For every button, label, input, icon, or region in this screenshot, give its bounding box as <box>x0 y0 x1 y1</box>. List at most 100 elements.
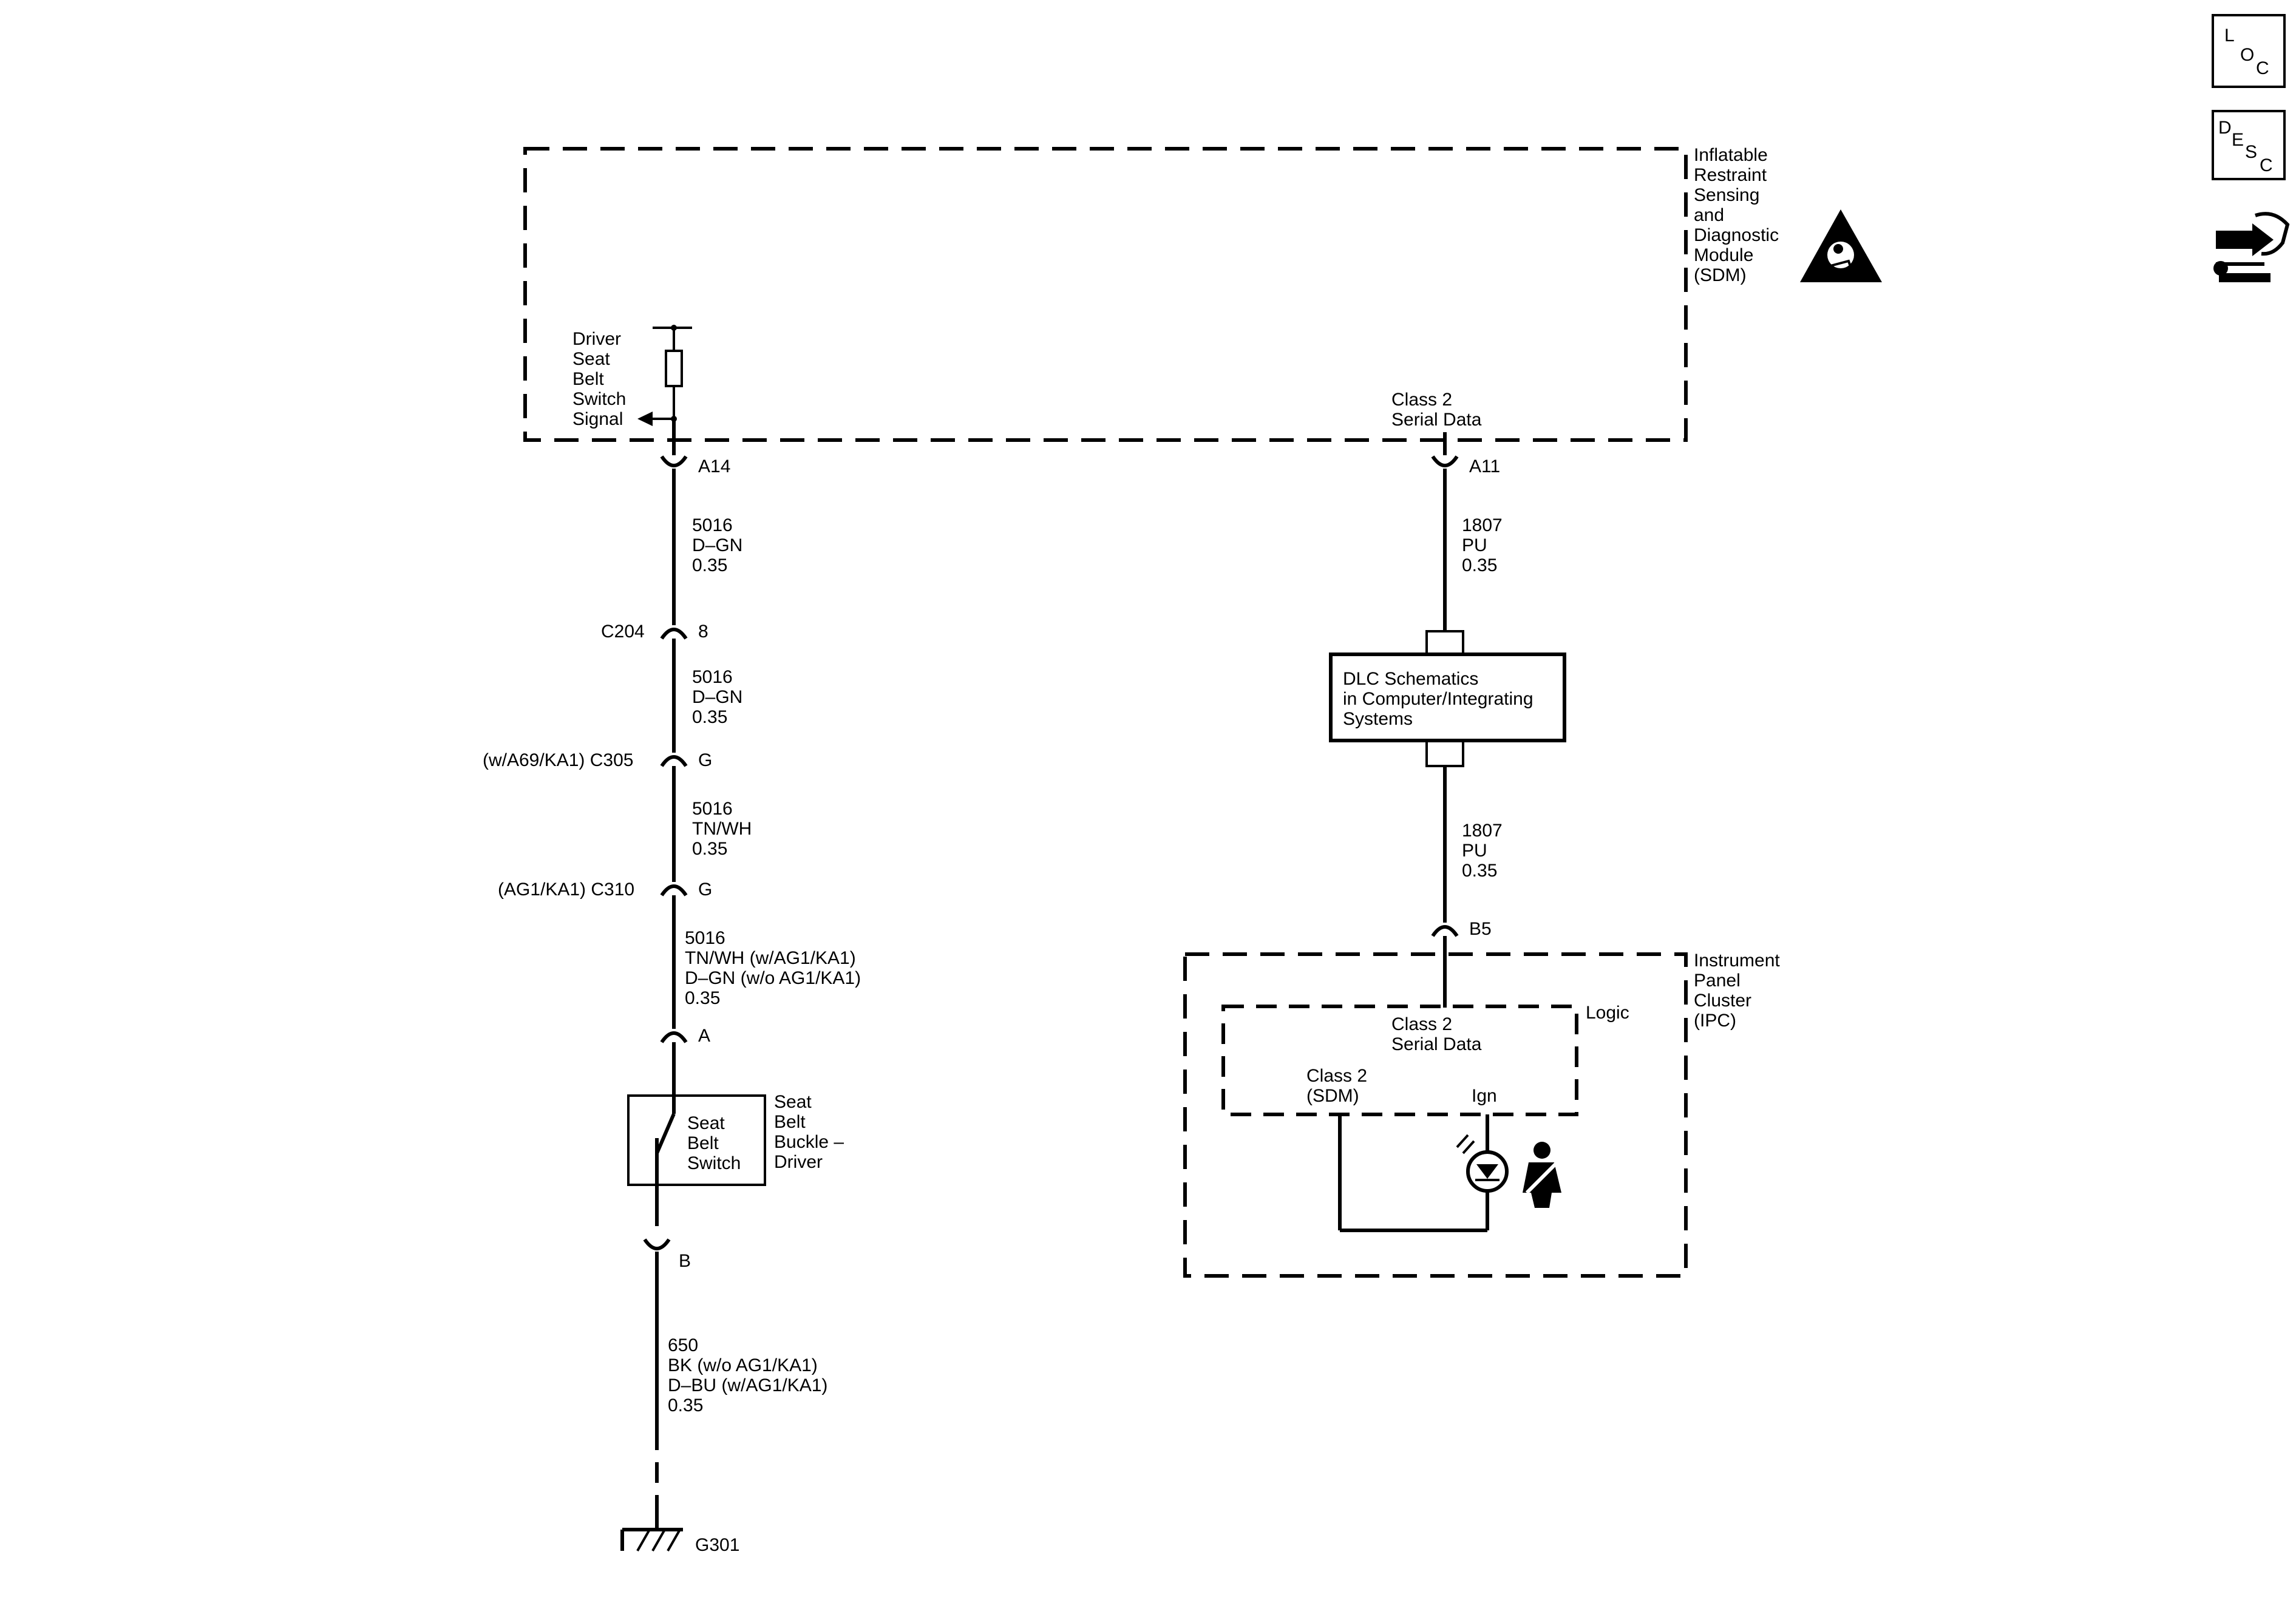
ipc-class2-sdm-label: Class 2 (SDM) <box>1306 1066 1367 1106</box>
svg-text:0.35: 0.35 <box>668 1395 703 1415</box>
connector-c310[interactable]: (AG1/KA1) C310 G <box>498 880 712 909</box>
airbag-warning-icon <box>1800 209 1882 282</box>
svg-text:D–GN: D–GN <box>692 687 742 707</box>
svg-text:Instrument: Instrument <box>1694 951 1780 971</box>
svg-text:Belt: Belt <box>572 369 604 389</box>
connector-repair-icon[interactable] <box>2213 212 2290 282</box>
svg-text:(w/A69/KA1) C305: (w/A69/KA1) C305 <box>483 750 633 770</box>
ign-label: Ign <box>1472 1086 1497 1106</box>
svg-text:Serial Data: Serial Data <box>1391 410 1482 430</box>
wire-1807-seg2-label: 1807 PU 0.35 <box>1462 821 1503 881</box>
svg-text:(AG1/KA1) C310: (AG1/KA1) C310 <box>498 880 634 900</box>
connector-c204[interactable]: C204 8 <box>601 622 708 653</box>
loc-letter-l: L <box>2224 25 2235 46</box>
svg-text:PU: PU <box>1462 841 1487 861</box>
signal-arrow-icon <box>637 412 653 426</box>
ipc-logic-box <box>1221 1005 1578 1116</box>
seat-belt-buckle-label: Seat Belt Buckle – Driver <box>774 1092 844 1172</box>
svg-text:B: B <box>679 1251 691 1271</box>
svg-text:0.35: 0.35 <box>1462 861 1497 881</box>
loc-letter-o: O <box>2240 45 2254 65</box>
svg-text:TN/WH: TN/WH <box>692 819 752 839</box>
svg-text:1807: 1807 <box>1462 515 1503 535</box>
wire-5016-seg3-label: 5016 TN/WH 0.35 <box>692 799 752 859</box>
switch-box-line3: Switch <box>687 1153 741 1173</box>
desc-letter-e: E <box>2232 130 2244 150</box>
svg-text:Driver: Driver <box>572 329 621 349</box>
svg-text:Seat: Seat <box>774 1092 812 1112</box>
svg-text:Cluster: Cluster <box>1694 991 1751 1011</box>
svg-text:Seat: Seat <box>572 349 610 369</box>
svg-text:5016: 5016 <box>692 799 733 819</box>
dlc-line2: in Computer/Integrating <box>1343 689 1533 709</box>
connector-c305[interactable]: (w/A69/KA1) C305 G <box>483 750 712 780</box>
switch-box-line1: Seat <box>687 1113 725 1133</box>
connector-switch-pin-b[interactable]: B <box>643 1238 691 1271</box>
seat-belt-switch[interactable]: Seat Belt Switch <box>627 1068 766 1226</box>
svg-text:Belt: Belt <box>774 1112 806 1132</box>
ipc-module-box <box>1183 952 1688 1278</box>
svg-text:Class 2: Class 2 <box>1391 390 1452 410</box>
loc-icon[interactable]: L O C <box>2212 14 2286 88</box>
ground-label: G301 <box>695 1535 739 1555</box>
svg-text:Class 2: Class 2 <box>1306 1066 1367 1086</box>
sdm-label: Inflatable Restraint Sensing and Diagnos… <box>1694 145 1779 285</box>
svg-text:5016: 5016 <box>692 515 733 535</box>
svg-text:Serial Data: Serial Data <box>1391 1034 1482 1054</box>
logic-label: Logic <box>1586 1003 1629 1023</box>
svg-text:Signal: Signal <box>572 409 623 429</box>
svg-text:Restraint: Restraint <box>1694 165 1767 185</box>
svg-text:Buckle –: Buckle – <box>774 1132 844 1152</box>
seat-belt-indicator-circuit <box>1338 1114 1489 1232</box>
indicator-lamp-icon <box>1456 1134 1509 1193</box>
loc-letter-c: C <box>2256 58 2269 78</box>
ipc-label: Instrument Panel Cluster (IPC) <box>1694 951 1780 1031</box>
svg-text:Inflatable: Inflatable <box>1694 145 1768 165</box>
svg-text:Driver: Driver <box>774 1152 823 1172</box>
svg-text:BK (w/o AG1/KA1): BK (w/o AG1/KA1) <box>668 1355 818 1375</box>
dlc-line1: DLC Schematics <box>1343 669 1478 689</box>
svg-text:0.35: 0.35 <box>692 839 727 859</box>
connector-b5[interactable]: B5 <box>1431 919 1492 939</box>
seat-belt-person-icon <box>1523 1142 1561 1208</box>
desc-letter-d: D <box>2218 118 2232 138</box>
svg-text:C204: C204 <box>601 622 645 642</box>
sdm-module-box <box>523 147 1688 442</box>
svg-text:0.35: 0.35 <box>685 988 720 1008</box>
svg-text:(SDM): (SDM) <box>1694 265 1747 285</box>
connector-a11[interactable]: A11 <box>1431 455 1500 476</box>
svg-text:TN/WH (w/AG1/KA1): TN/WH (w/AG1/KA1) <box>685 948 856 968</box>
svg-text:D–GN (w/o AG1/KA1): D–GN (w/o AG1/KA1) <box>685 968 861 988</box>
svg-text:Switch: Switch <box>572 389 626 409</box>
dlc-schematics-box[interactable]: DLC Schematics in Computer/Integrating S… <box>1329 630 1566 767</box>
connector-switch-pin-a[interactable]: A <box>660 1026 710 1068</box>
desc-letter-c: C <box>2260 155 2273 175</box>
svg-text:1807: 1807 <box>1462 821 1503 841</box>
svg-text:PU: PU <box>1462 535 1487 555</box>
wire-1807-seg1-label: 1807 PU 0.35 <box>1462 515 1503 575</box>
svg-text:650: 650 <box>668 1335 698 1355</box>
svg-text:A11: A11 <box>1469 456 1500 476</box>
ground-g301[interactable]: G301 <box>620 1505 739 1555</box>
svg-text:5016: 5016 <box>692 667 733 687</box>
ipc-class2-label: Class 2 Serial Data <box>1391 1014 1482 1054</box>
svg-text:(SDM): (SDM) <box>1306 1086 1359 1106</box>
svg-text:and: and <box>1694 205 1724 225</box>
svg-text:B5: B5 <box>1469 919 1492 939</box>
svg-text:0.35: 0.35 <box>692 555 727 575</box>
connector-a14[interactable]: A14 <box>660 455 730 476</box>
svg-text:G: G <box>698 880 712 900</box>
wire-5016-seg1-label: 5016 D–GN 0.35 <box>692 515 742 575</box>
dlc-line3: Systems <box>1343 709 1413 729</box>
desc-letter-s: S <box>2245 142 2257 162</box>
svg-text:0.35: 0.35 <box>692 707 727 727</box>
svg-text:Sensing: Sensing <box>1694 185 1759 205</box>
svg-text:A14: A14 <box>698 456 730 476</box>
desc-icon[interactable]: D E S C <box>2212 110 2286 180</box>
svg-text:5016: 5016 <box>685 928 725 948</box>
svg-text:0.35: 0.35 <box>1462 555 1497 575</box>
driver-seat-belt-signal-label: Driver Seat Belt Switch Signal <box>572 329 626 429</box>
svg-text:8: 8 <box>698 622 708 642</box>
svg-text:D–BU (w/AG1/KA1): D–BU (w/AG1/KA1) <box>668 1375 827 1395</box>
